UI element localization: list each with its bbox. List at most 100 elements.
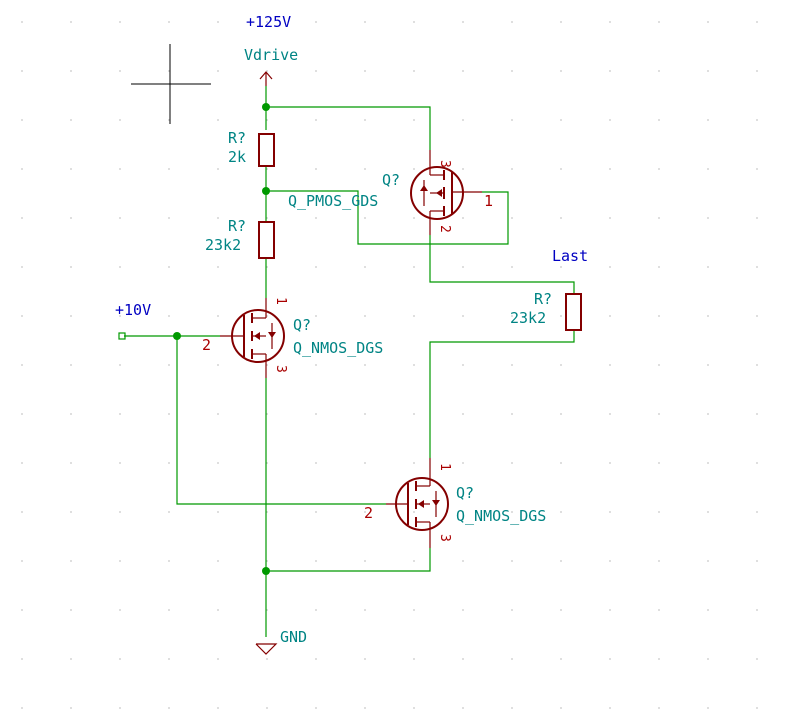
grid-dot xyxy=(658,21,660,23)
grid-dot xyxy=(756,462,758,464)
grid-dot xyxy=(217,658,219,660)
grid-dot xyxy=(364,70,366,72)
grid-dot xyxy=(511,266,513,268)
grid-dot xyxy=(609,560,611,562)
resistor-r1-ref: R? xyxy=(228,129,246,147)
pmos-q1-ref: Q? xyxy=(382,171,400,189)
grid-dot xyxy=(315,217,317,219)
grid-dot xyxy=(511,70,513,72)
grid-dot xyxy=(511,21,513,23)
grid-dot xyxy=(315,119,317,121)
grid-dot xyxy=(364,707,366,709)
grid-dot xyxy=(217,315,219,317)
grid-dot xyxy=(217,462,219,464)
grid-dot xyxy=(707,119,709,121)
grid-dot xyxy=(756,560,758,562)
vplus-power-symbol[interactable] xyxy=(259,71,273,86)
grid-dot xyxy=(413,21,415,23)
grid-dot xyxy=(609,217,611,219)
grid-dot xyxy=(168,560,170,562)
grid-dot xyxy=(21,462,23,464)
grid-dot xyxy=(364,119,366,121)
grid-dot xyxy=(560,21,562,23)
grid-dot xyxy=(315,266,317,268)
grid-dot xyxy=(119,315,121,317)
grid-dot xyxy=(21,217,23,219)
grid-dot xyxy=(658,413,660,415)
grid-dot xyxy=(413,315,415,317)
grid-dot xyxy=(168,70,170,72)
grid-dot xyxy=(119,119,121,121)
gnd-power-symbol[interactable] xyxy=(255,643,278,655)
grid-dot xyxy=(560,315,562,317)
grid-dot xyxy=(560,658,562,660)
grid-dot xyxy=(119,217,121,219)
grid-dot xyxy=(560,511,562,513)
grid-dot xyxy=(756,315,758,317)
grid-dot xyxy=(364,168,366,170)
grid-dot xyxy=(168,217,170,219)
grid-dot xyxy=(707,217,709,219)
grid-dot xyxy=(168,21,170,23)
resistor-r2-23k2[interactable] xyxy=(258,221,275,259)
input-label-10v: +10V xyxy=(115,301,151,319)
grid-dot xyxy=(217,707,219,709)
input-port-symbol[interactable] xyxy=(118,332,126,340)
grid-dot xyxy=(707,609,709,611)
grid-dot xyxy=(609,462,611,464)
grid-dot xyxy=(560,217,562,219)
grid-dot xyxy=(21,315,23,317)
resistor-r2-ref: R? xyxy=(228,217,246,235)
grid-dot xyxy=(511,560,513,562)
pmos-q1-value: Q_PMOS_GDS xyxy=(288,192,378,210)
grid-dot xyxy=(70,511,72,513)
grid-dot xyxy=(756,413,758,415)
grid-dot xyxy=(315,315,317,317)
nmos-transistor-q3[interactable] xyxy=(386,458,449,548)
grid-dot xyxy=(70,119,72,121)
grid-dot xyxy=(511,609,513,611)
pmos-q1-pin-source: 2 xyxy=(437,225,452,233)
grid-dot xyxy=(609,658,611,660)
net-label-last: Last xyxy=(552,247,588,265)
grid-dot xyxy=(707,315,709,317)
grid-dot xyxy=(756,511,758,513)
grid-dot xyxy=(364,217,366,219)
nmos-q2-pin-source: 3 xyxy=(273,365,288,373)
grid-dot xyxy=(413,413,415,415)
grid-dot xyxy=(658,168,660,170)
grid-dot xyxy=(168,315,170,317)
grid-dot xyxy=(756,658,758,660)
grid-dot xyxy=(217,364,219,366)
grid-dot xyxy=(462,119,464,121)
grid-dot xyxy=(609,511,611,513)
nmos-transistor-q2[interactable] xyxy=(220,298,285,378)
grid-dot xyxy=(756,266,758,268)
grid-dot xyxy=(609,70,611,72)
resistor-r3-23k2-last[interactable] xyxy=(565,293,582,331)
grid-dot xyxy=(707,462,709,464)
grid-dot xyxy=(609,707,611,709)
grid-dot xyxy=(756,217,758,219)
grid-dot xyxy=(609,266,611,268)
pmos-transistor-q1[interactable] xyxy=(410,150,482,235)
grid-dot xyxy=(21,364,23,366)
grid-dot xyxy=(609,413,611,415)
resistor-r1-2k[interactable] xyxy=(258,133,275,167)
grid-dot xyxy=(70,315,72,317)
grid-dot xyxy=(413,217,415,219)
grid-dot xyxy=(658,266,660,268)
resistor-r2-value: 23k2 xyxy=(205,236,241,254)
grid-dot xyxy=(168,119,170,121)
nmos-q3-ref: Q? xyxy=(456,484,474,502)
grid-dot xyxy=(266,658,268,660)
grid-dot xyxy=(119,21,121,23)
grid-dot xyxy=(609,21,611,23)
grid-dot xyxy=(707,70,709,72)
grid-dot xyxy=(560,560,562,562)
grid-dot xyxy=(70,462,72,464)
grid-dot xyxy=(707,168,709,170)
grid-dot xyxy=(119,511,121,513)
grid-dot xyxy=(21,413,23,415)
